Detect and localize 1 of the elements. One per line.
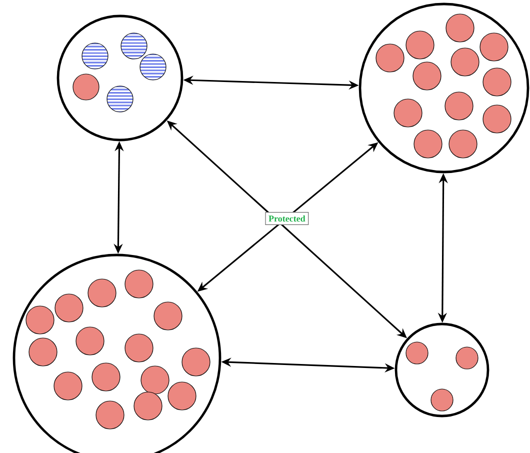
edge-label: Protected xyxy=(268,215,306,222)
